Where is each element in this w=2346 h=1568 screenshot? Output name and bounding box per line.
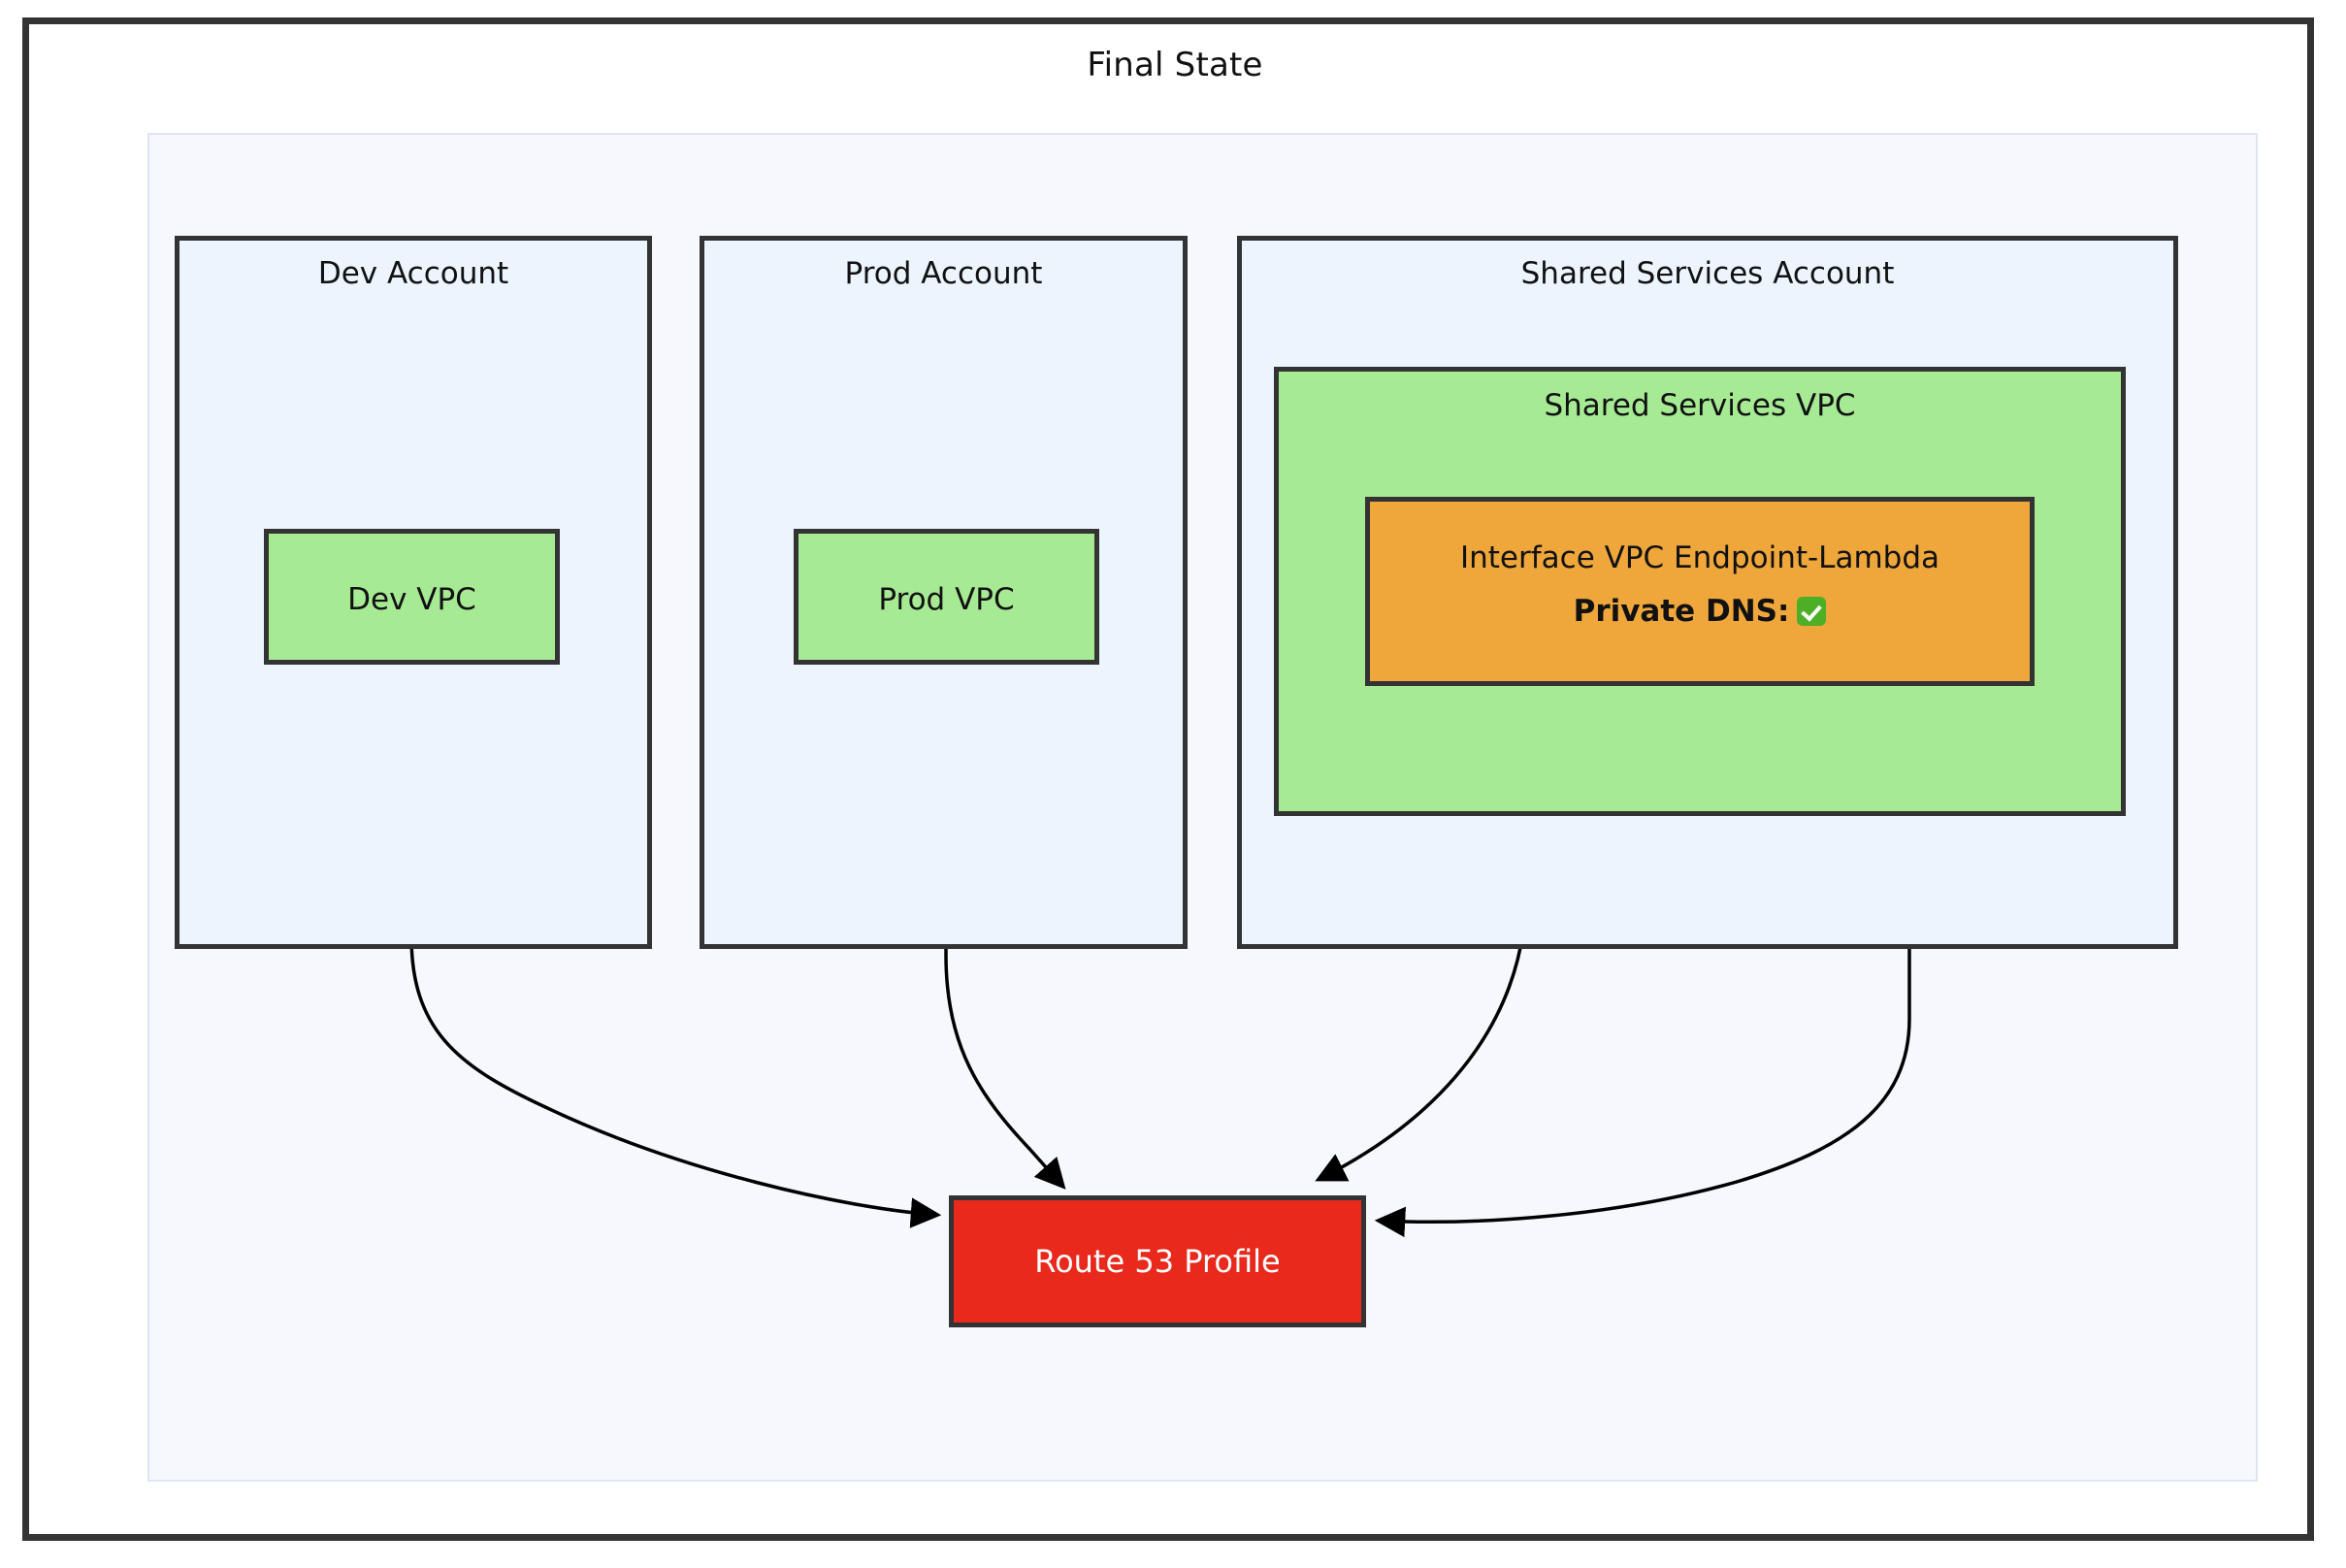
account-container-dev: Dev Account xyxy=(175,236,652,949)
private-dns-label: Private DNS: xyxy=(1573,594,1790,629)
vpc-label-prod: Prod VPC xyxy=(878,582,1015,617)
vpc-node-dev[interactable]: Dev VPC xyxy=(264,529,560,665)
vpc-node-prod[interactable]: Prod VPC xyxy=(794,529,1099,665)
vpc-label-dev: Dev VPC xyxy=(347,582,476,617)
account-title-prod: Prod Account xyxy=(844,256,1043,291)
route53-profile-node[interactable]: Route 53 Profile xyxy=(949,1195,1366,1327)
route53-profile-label: Route 53 Profile xyxy=(1034,1243,1281,1280)
check-mark-button-icon xyxy=(1797,597,1827,626)
account-title-dev: Dev Account xyxy=(317,256,509,291)
account-title-shared-services: Shared Services Account xyxy=(1520,256,1895,291)
page-title: Final State xyxy=(1087,46,1263,84)
private-dns-status: Private DNS: xyxy=(1370,594,2030,629)
endpoint-name-label: Interface VPC Endpoint-Lambda xyxy=(1459,540,1940,575)
interface-vpc-endpoint-lambda-node[interactable]: Interface VPC Endpoint-Lambda Private DN… xyxy=(1365,497,2035,686)
vpc-label-shared-services: Shared Services VPC xyxy=(1544,388,1856,423)
